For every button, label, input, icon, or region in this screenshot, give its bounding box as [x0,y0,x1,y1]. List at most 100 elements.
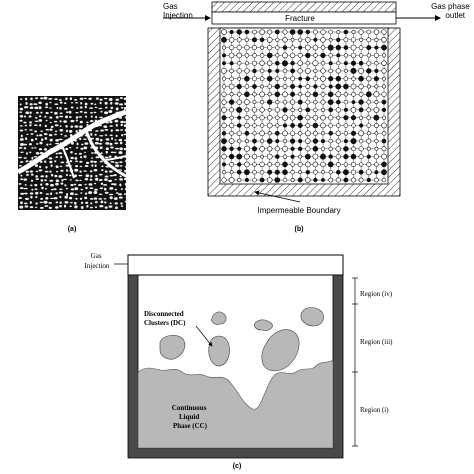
pore-node [244,139,249,144]
pore-grain [54,103,59,105]
pore-node [244,107,250,113]
pore-node [274,29,280,35]
pore-grain [91,152,94,154]
pore-grain [125,197,126,199]
pore-node [335,154,341,160]
pore-node [244,122,250,129]
pore-node [259,123,265,128]
pore-node [267,92,272,97]
pore-grain [54,124,59,127]
pore-node [252,37,258,43]
pore-grain [123,193,126,195]
pore-grain [119,183,122,187]
pore-grain [48,98,53,100]
pore-node [366,154,371,159]
pore-grain [34,138,38,140]
pore-node [274,83,280,90]
pore-grain [49,138,53,142]
pore-node [229,44,235,51]
pore-node [252,131,257,136]
pore-node [282,84,288,89]
pore-grain [38,169,43,172]
pore-grain [74,193,78,196]
pore-node [237,162,242,167]
pore-grain [119,103,124,106]
pore-grain [31,188,34,191]
pore-node [343,53,349,58]
pore-grain [48,202,52,204]
pore-node [252,53,257,58]
pore-grain [83,146,88,150]
pore-node [358,154,364,160]
pore-node [305,60,310,66]
pore-node [275,37,280,42]
pore-grain [64,195,68,199]
pore-grain [88,183,93,186]
pore-grain [74,174,77,178]
pore-grain [45,175,48,178]
pore-node [305,170,310,175]
pore-grain [78,174,83,177]
pore-grain [110,106,114,110]
pore-node [351,100,356,105]
pore-grain [40,175,44,178]
pore-grain [44,188,48,190]
pore-grain [25,97,28,101]
pore-node [366,37,372,43]
pore-node [350,177,356,183]
pore-node [267,99,273,105]
pore-grain [48,206,52,209]
pore-node [221,115,227,121]
pore-node [282,145,288,152]
pore-grain [39,192,43,194]
pore-node [244,91,250,98]
pore-node [298,37,303,42]
pore-grain [31,147,34,149]
pore-grain [49,101,52,104]
pore-node [358,60,364,66]
pore-grain [55,179,60,183]
pore-grain [43,133,48,136]
pore-grain [59,195,62,199]
pore-node [359,115,364,120]
pore-grain [85,161,90,165]
pore-grain [75,101,78,104]
pore-node [221,29,227,35]
pore-grain [65,169,69,172]
pore-grain [113,151,117,154]
pore-grain [88,97,92,101]
pore-node [244,44,250,51]
pore-grain [105,138,110,141]
region-i-label: Region (i) [360,406,389,414]
pore-grain [55,182,59,186]
pore-grain [29,151,32,154]
pore-grain [79,120,83,124]
pore-grain [115,123,118,127]
pore-node [274,107,280,113]
pore-grain [95,156,100,159]
pore-grain [19,119,23,122]
dc-pointer [195,325,213,347]
pore-node [229,68,234,74]
pore-node [358,177,364,183]
pore-grain [84,142,89,145]
pore-grain [104,170,108,173]
pore-node [252,138,257,144]
pore-grain [34,147,37,149]
pore-grain [120,141,123,145]
pore-grain [30,179,34,182]
pore-node [259,177,265,183]
pore-grain [49,160,53,164]
pore-node [350,169,357,175]
pore-node [236,106,243,113]
pore-node [236,44,242,51]
pore-grain [74,205,78,209]
pore-grain [120,202,123,205]
pore-node [297,52,303,58]
pore-grain [75,165,79,168]
pore-node [289,29,296,35]
pore-grain [19,111,23,113]
pore-grain [110,146,114,149]
pore-grain [26,152,28,155]
panel-b: Fracture Gas Injection Gas phase outlet … [163,1,470,233]
